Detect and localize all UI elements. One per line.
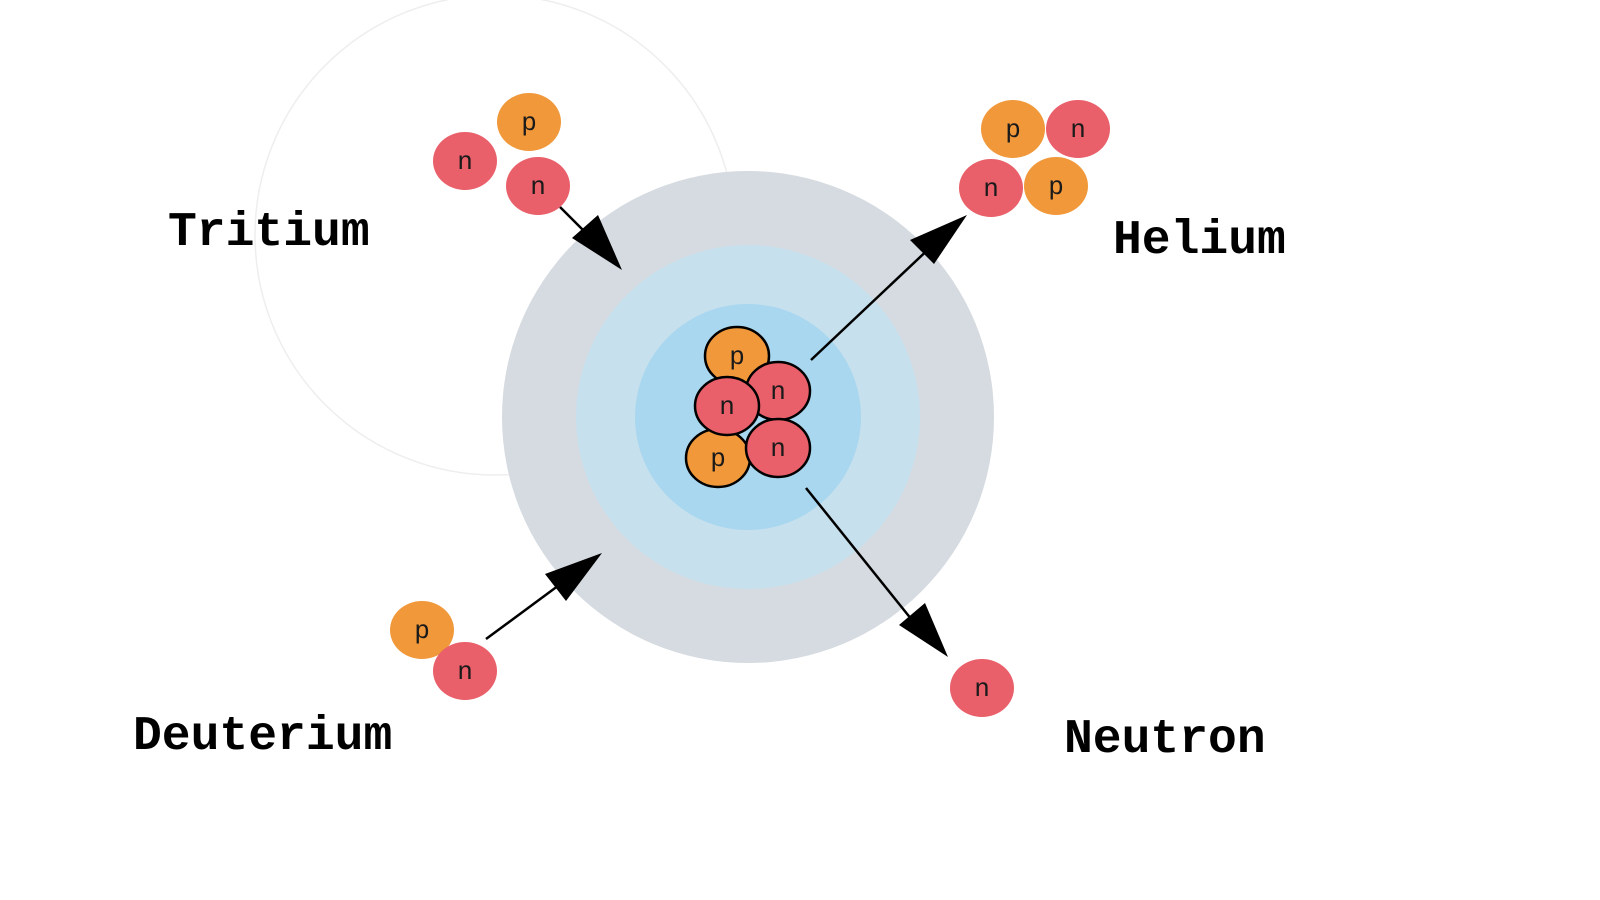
tritium-arrow-icon (559, 206, 622, 270)
tritium-neutron-left: n (433, 132, 497, 190)
deuterium-proton: p (390, 601, 454, 659)
svg-text:n: n (974, 674, 990, 704)
svg-text:n: n (457, 657, 473, 687)
svg-text:n: n (530, 172, 546, 202)
svg-text:p: p (729, 342, 745, 372)
helium-neutron-bottom: n (959, 159, 1023, 217)
helium-proton-top: p (981, 100, 1045, 158)
helium-particles: p n n p (959, 100, 1110, 217)
deuterium-arrow-icon (485, 553, 602, 641)
helium-proton-bottom: p (1024, 157, 1088, 215)
svg-text:p: p (710, 444, 726, 474)
svg-text:n: n (770, 377, 786, 407)
helium-label: Helium (1113, 214, 1286, 268)
helium-arrow-icon (810, 215, 967, 361)
deuterium-label: Deuterium (133, 710, 392, 764)
arrows (485, 206, 967, 657)
helium-neutron-top: n (1046, 100, 1110, 158)
tritium-neutron-right: n (506, 157, 570, 215)
tritium-proton: p (497, 93, 561, 151)
tritium-label: Tritium (168, 206, 370, 260)
nucleus-neutron-center: n (693, 375, 761, 437)
nucleus-proton-bottom: p (684, 427, 752, 489)
tritium-particles: p n n (433, 93, 570, 215)
svg-text:n: n (457, 147, 473, 177)
svg-text:n: n (770, 434, 786, 464)
nucleus-neutron-right-bottom: n (744, 417, 812, 479)
deuterium-neutron: n (433, 642, 497, 700)
product-neutron: n (950, 659, 1014, 717)
svg-text:p: p (1048, 172, 1064, 202)
svg-text:n: n (983, 174, 999, 204)
central-nucleus: p p n n n (684, 325, 812, 489)
deuterium-particles: p n (390, 601, 497, 700)
svg-text:n: n (1070, 115, 1086, 145)
svg-text:p: p (414, 616, 430, 646)
svg-text:n: n (719, 392, 735, 422)
neutron-arrow-icon (805, 487, 948, 657)
neutron-label: Neutron (1064, 713, 1266, 767)
svg-text:p: p (1005, 115, 1021, 145)
svg-text:p: p (521, 108, 537, 138)
